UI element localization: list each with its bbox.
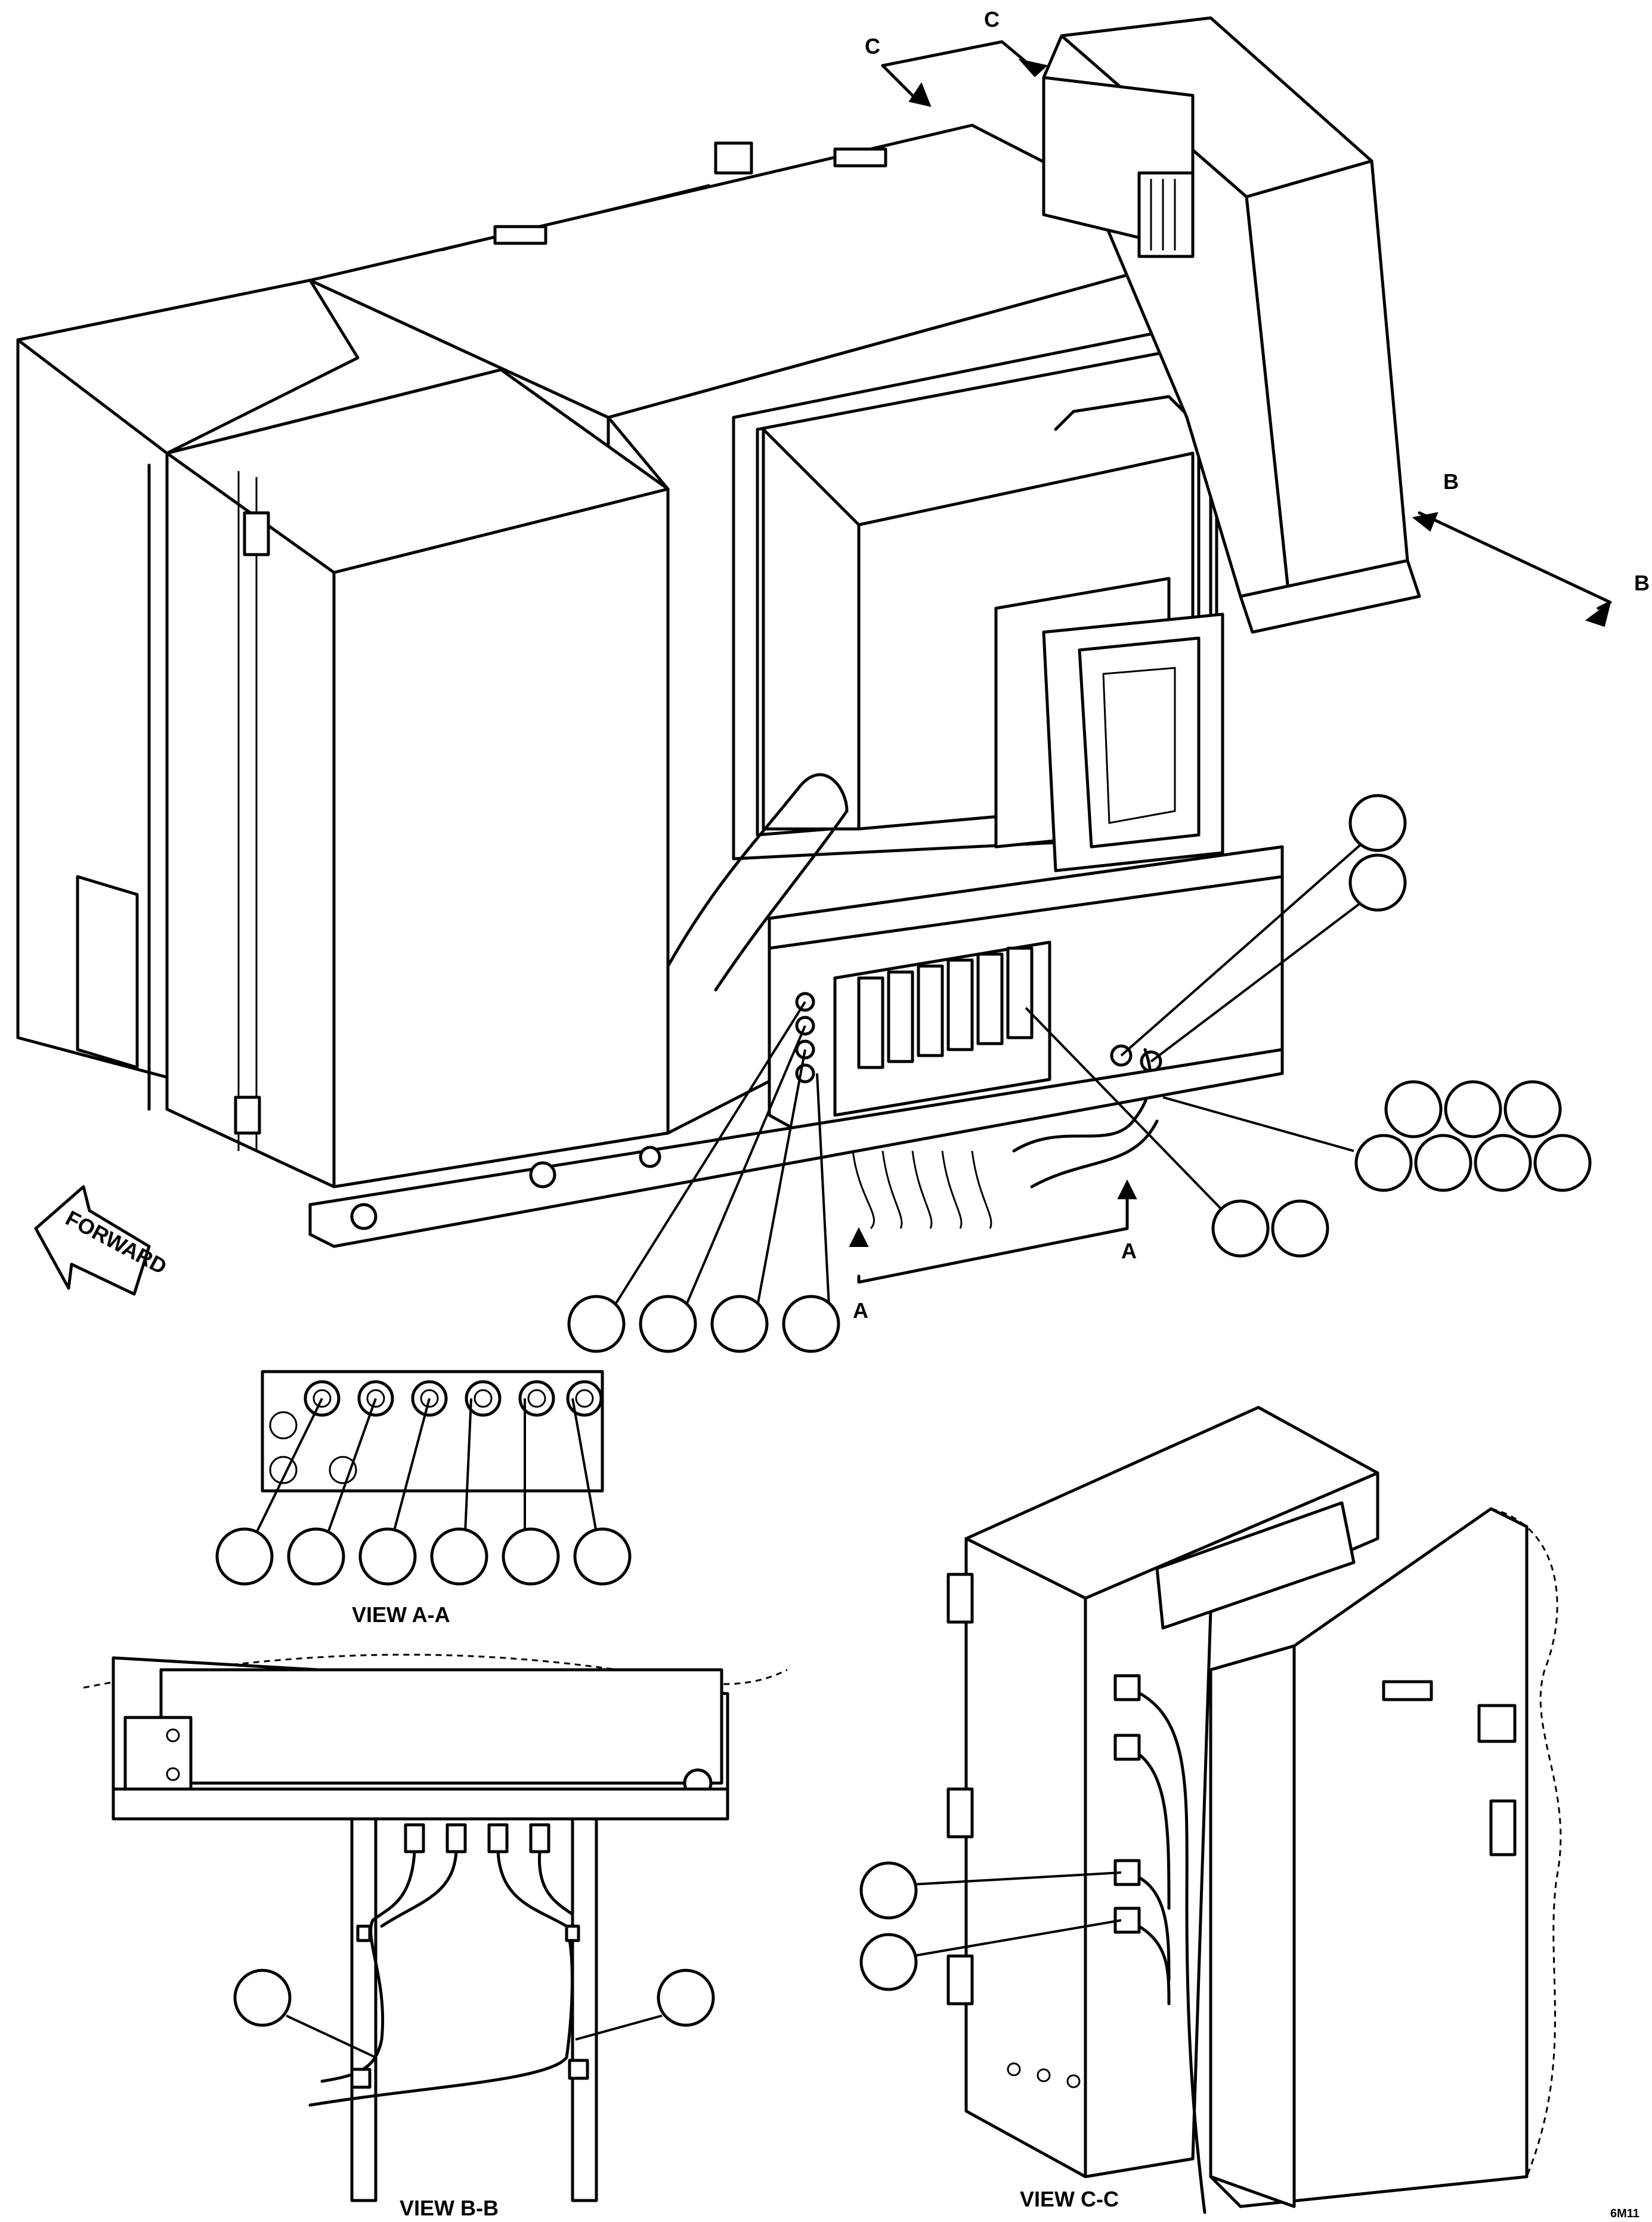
- callout-bubble: [567, 1295, 626, 1353]
- handle: [1054, 395, 1189, 431]
- callout-bubble: [782, 1295, 840, 1353]
- section-marker-a: A A: [849, 1179, 1137, 1323]
- section-label-c: C: [865, 34, 880, 58]
- callouts-main: [567, 794, 1592, 1353]
- section-marker-b: B B: [1412, 469, 1650, 627]
- section-label-a: A: [853, 1298, 868, 1323]
- heatsink: [1137, 171, 1195, 258]
- access-plate: [76, 875, 139, 1069]
- cc-latch: [1477, 1704, 1517, 1743]
- section-label-a: A: [1121, 1239, 1137, 1263]
- callout-bubble: [1211, 1199, 1270, 1258]
- cc-latch: [1489, 1799, 1517, 1856]
- top-pad: [493, 225, 547, 245]
- cc-transformer: [1155, 1501, 1356, 1630]
- cc-connector: [1113, 1674, 1141, 1701]
- hinge-block: [234, 1095, 261, 1135]
- duct-opening: [1078, 636, 1201, 849]
- callout-bubble: [710, 1295, 769, 1353]
- view-a-a-label: VIEW A-A: [352, 1602, 450, 1627]
- callout-bubble: [1348, 853, 1407, 912]
- callout-bubble: [1474, 1134, 1532, 1192]
- callout-bubble: [502, 1527, 560, 1586]
- hinge: [123, 1716, 193, 1791]
- callout-bubble: [657, 1969, 715, 2027]
- section-label-b: B: [1443, 469, 1459, 494]
- cabinet-lower-panel: [159, 1668, 723, 1785]
- left-cabinet-top: [16, 278, 360, 455]
- support-leg: [350, 1817, 378, 2202]
- callout-bubble: [573, 1527, 632, 1586]
- callout-bubble: [1414, 1134, 1472, 1192]
- callout-bubble: [215, 1527, 274, 1586]
- view-b-b-label: VIEW B-B: [400, 2196, 499, 2220]
- view-c-c-label: VIEW C-C: [1020, 2187, 1119, 2211]
- main-assembly: [16, 16, 1421, 1248]
- view-b-b: VIEW B-B: [83, 1654, 788, 2220]
- callout-bubble: [1533, 1134, 1592, 1192]
- callout-bubble: [1503, 1080, 1562, 1138]
- base-edge: [112, 1787, 729, 1821]
- callout-bubble: [430, 1527, 488, 1586]
- base-rail: [308, 1048, 1284, 1248]
- callout-bubble: [1444, 1080, 1502, 1138]
- callout-bubble: [1348, 794, 1407, 852]
- terminal-modules: [857, 946, 1034, 1069]
- callout-bubble: [859, 1933, 918, 1991]
- callout-bubble: [1354, 1134, 1413, 1192]
- cc-top-pad: [1382, 1680, 1433, 1701]
- callout-bubble: [859, 1861, 918, 1920]
- figure-id: 6M11: [1610, 2207, 1639, 2220]
- callout-bubble: [358, 1527, 417, 1586]
- top-latch: [714, 141, 753, 175]
- callout-bubble: [639, 1295, 697, 1353]
- plate-connectors: [304, 1380, 603, 1417]
- view-c-c: VIEW C-C: [859, 1406, 1562, 2214]
- section-label-c: C: [984, 7, 1000, 32]
- cc-connector: [1113, 1734, 1141, 1761]
- callout-bubble: [233, 1969, 292, 2027]
- callout-bubble: [287, 1527, 345, 1586]
- view-a-a: VIEW A-A: [215, 1370, 632, 1627]
- terminal-lugs: [404, 1823, 550, 1853]
- section-marker-c: C C: [865, 7, 1048, 107]
- top-pad: [833, 147, 887, 168]
- forward-arrow: FORWARD: [34, 1185, 171, 1296]
- support-leg: [571, 1817, 598, 2202]
- callout-bubble: [1271, 1199, 1329, 1258]
- callout-bubble: [1384, 1080, 1443, 1138]
- section-label-b: B: [1634, 571, 1650, 595]
- hinge-block: [243, 511, 270, 556]
